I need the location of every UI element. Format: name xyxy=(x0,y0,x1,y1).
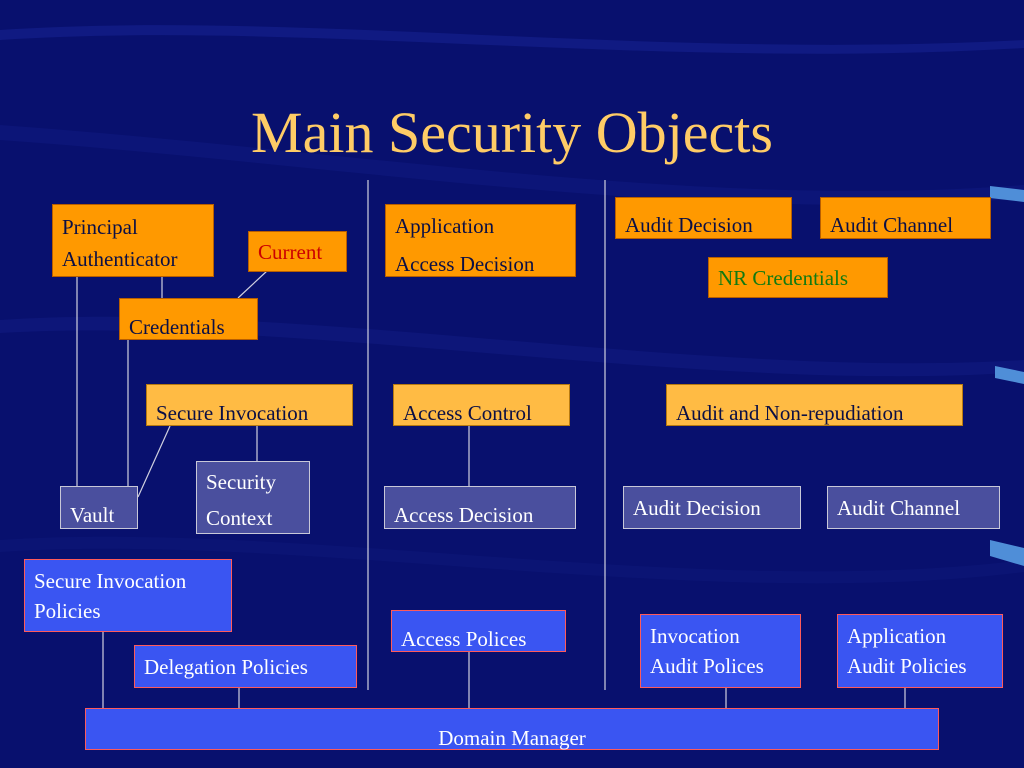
security-context-box: Security Context xyxy=(196,461,310,534)
swoosh-highlight-2 xyxy=(995,366,1024,384)
access-polices-label: Access Polices xyxy=(401,627,527,651)
application-access-decision-line-2: Access Decision xyxy=(395,252,535,276)
secure-invocation-policies-box: Secure Invocation Policies xyxy=(24,559,232,632)
invocation-audit-polices-line-2: Audit Polices xyxy=(650,654,764,678)
principal-authenticator-line-2: Authenticator xyxy=(62,247,178,271)
nr-credentials-box: NR Credentials xyxy=(708,257,888,298)
audit-channel-top-label: Audit Channel xyxy=(830,213,954,237)
application-access-decision-box: Application Access Decision xyxy=(385,204,576,277)
security-context-line-1: Security xyxy=(206,470,276,494)
access-decision-label: Access Decision xyxy=(394,503,534,527)
delegation-policies-label: Delegation Policies xyxy=(144,655,308,679)
credentials-label: Credentials xyxy=(129,315,225,339)
connector-credentials-current xyxy=(237,269,269,299)
invocation-audit-polices-line-1: Invocation xyxy=(650,624,740,648)
swoosh-highlight-3 xyxy=(990,540,1024,566)
application-audit-policies-line-2: Audit Policies xyxy=(847,654,967,678)
application-access-decision-line-1: Application xyxy=(395,214,495,238)
current-label: Current xyxy=(258,240,323,264)
access-control-box: Access Control xyxy=(393,384,570,426)
audit-non-repudiation-box: Audit and Non-repudiation xyxy=(666,384,963,426)
page-title: Main Security Objects xyxy=(251,100,773,165)
audit-channel-top-box: Audit Channel xyxy=(820,197,991,239)
vault-label: Vault xyxy=(70,503,115,527)
application-audit-policies-line-1: Application xyxy=(847,624,947,648)
secure-invocation-policies-line-2: Policies xyxy=(34,599,101,623)
application-audit-policies-box: Application Audit Policies xyxy=(837,614,1003,688)
audit-decision-bottom-box: Audit Decision xyxy=(623,486,801,529)
principal-authenticator-line-1: Principal xyxy=(62,215,138,239)
principal-authenticator-box: Principal Authenticator xyxy=(52,204,214,277)
domain-manager-box: Domain Manager xyxy=(85,708,939,750)
credentials-box: Credentials xyxy=(119,298,258,340)
security-context-line-2: Context xyxy=(206,506,273,530)
audit-decision-top-box: Audit Decision xyxy=(615,197,792,239)
secure-invocation-policies-line-1: Secure Invocation xyxy=(34,569,187,593)
secure-invocation-box: Secure Invocation xyxy=(146,384,353,426)
nr-credentials-label: NR Credentials xyxy=(718,266,849,290)
access-polices-box: Access Polices xyxy=(391,610,566,652)
swoosh-highlight-1 xyxy=(990,186,1024,202)
audit-channel-bottom-box: Audit Channel xyxy=(827,486,1000,529)
audit-decision-bottom-label: Audit Decision xyxy=(633,496,761,520)
secure-invocation-label: Secure Invocation xyxy=(156,401,309,425)
audit-non-repudiation-label: Audit and Non-repudiation xyxy=(676,401,904,425)
current-box: Current xyxy=(248,231,347,272)
audit-channel-bottom-label: Audit Channel xyxy=(837,496,961,520)
invocation-audit-polices-box: Invocation Audit Polices xyxy=(640,614,801,688)
connector-secure-invocation-vault xyxy=(137,425,171,498)
access-decision-box: Access Decision xyxy=(384,486,576,529)
delegation-policies-box: Delegation Policies xyxy=(134,645,357,688)
access-control-label: Access Control xyxy=(403,401,532,425)
vault-box: Vault xyxy=(60,486,138,529)
audit-decision-top-label: Audit Decision xyxy=(625,213,753,237)
domain-manager-label: Domain Manager xyxy=(438,726,586,750)
